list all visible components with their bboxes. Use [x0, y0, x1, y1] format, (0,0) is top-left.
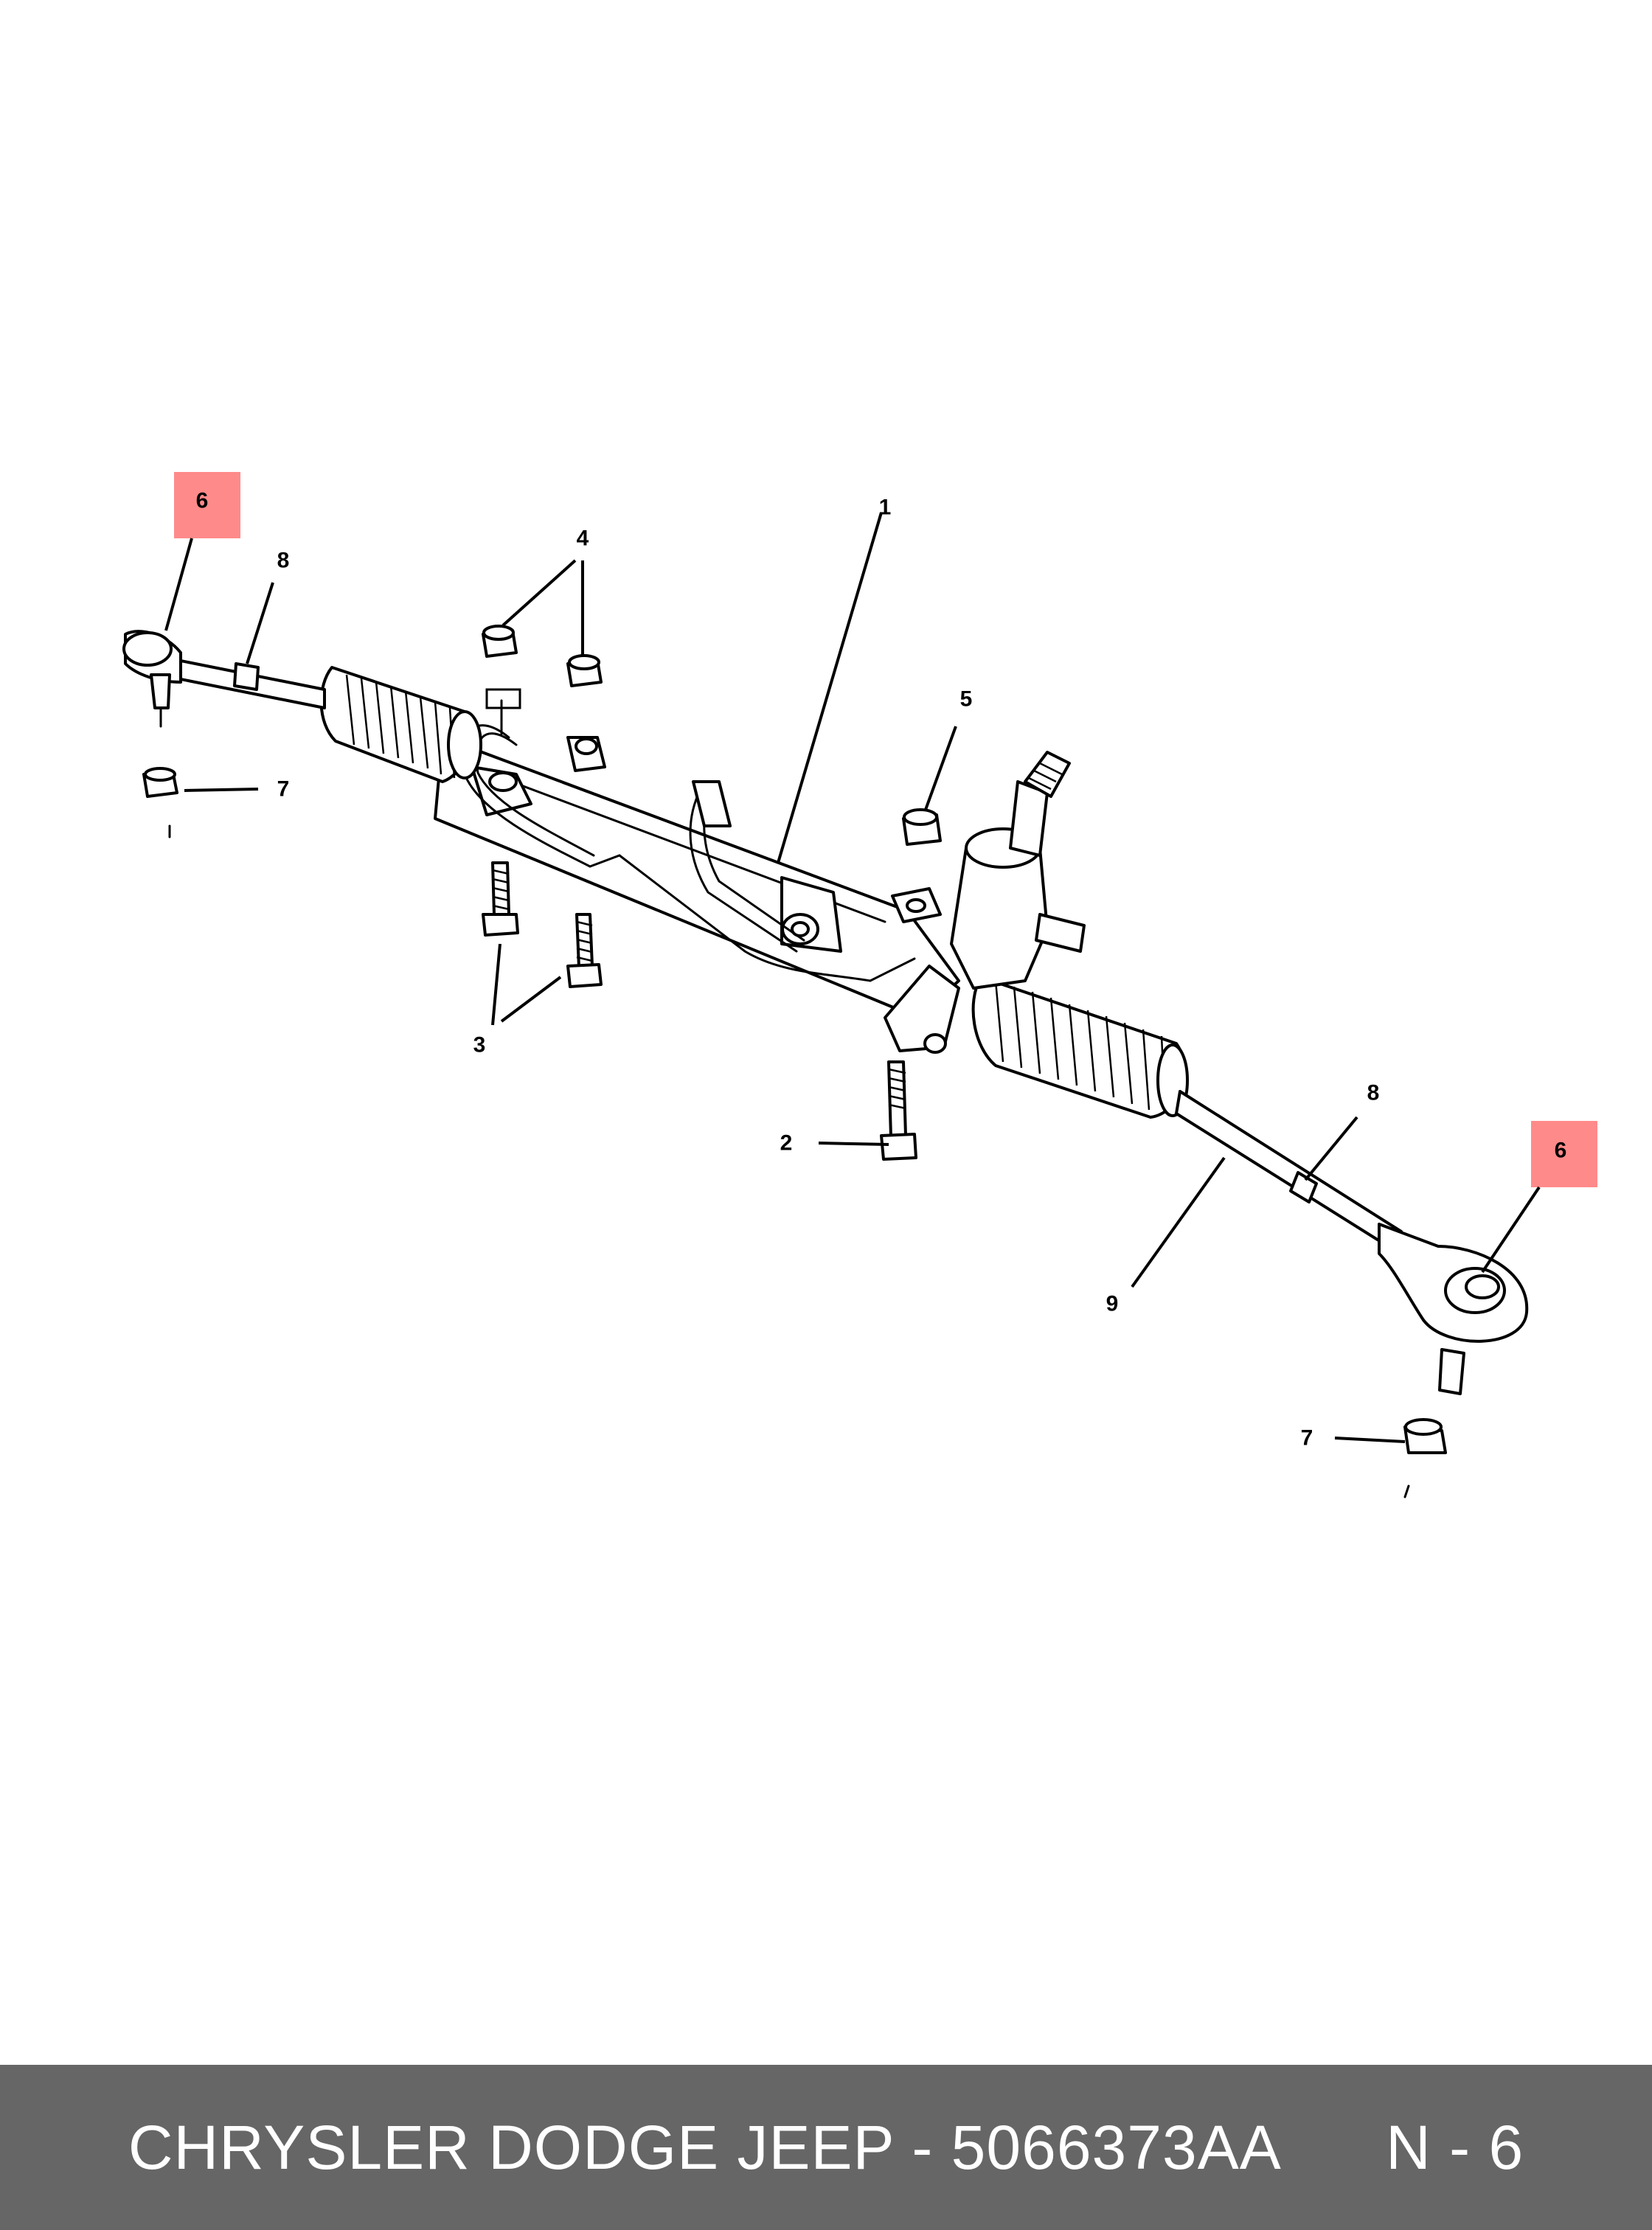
rack-housing — [434, 736, 960, 1019]
callout-8-left: 8 — [277, 549, 290, 573]
footer-bar: CHRYSLER DODGE JEEP - 5066373AA N - 6 — [0, 2065, 1652, 2230]
nut-5 — [902, 808, 942, 846]
callout-6-left-highlight — [174, 472, 240, 538]
steering-rack-diagram: 1 2 3 4 5 6 6 7 7 8 8 9 — [122, 472, 1597, 1498]
callout-4: 4 — [577, 527, 589, 551]
callout-7-right: 7 — [1301, 1426, 1313, 1451]
bolt-3a — [482, 861, 519, 937]
callout-1: 1 — [879, 496, 892, 520]
pinion-valve-housing — [884, 751, 1086, 1054]
nut-4b — [566, 654, 603, 687]
leader-lines — [164, 512, 1541, 1443]
callout-6-left: 6 — [196, 489, 209, 513]
callout-2: 2 — [780, 1131, 793, 1156]
callout-6-right-highlight — [1531, 1121, 1597, 1187]
bolt-3b — [566, 913, 603, 988]
callout-6-right: 6 — [1555, 1139, 1567, 1163]
nut-4a — [482, 625, 518, 658]
callout-7-left: 7 — [277, 777, 290, 802]
right-nut-7 — [1403, 1418, 1447, 1498]
left-nut-7 — [142, 767, 178, 838]
left-boot — [319, 666, 482, 783]
callout-3: 3 — [473, 1033, 486, 1057]
bolt-2 — [880, 1060, 917, 1161]
right-boot — [971, 976, 1189, 1119]
right-tie-rod — [1175, 1090, 1529, 1395]
footer-part-label: CHRYSLER DODGE JEEP - 5066373AA N - 6 — [128, 2112, 1524, 2182]
callout-5: 5 — [960, 687, 973, 712]
left-tie-rod — [122, 630, 326, 728]
callout-9: 9 — [1106, 1292, 1119, 1316]
callout-8-right: 8 — [1367, 1081, 1380, 1105]
